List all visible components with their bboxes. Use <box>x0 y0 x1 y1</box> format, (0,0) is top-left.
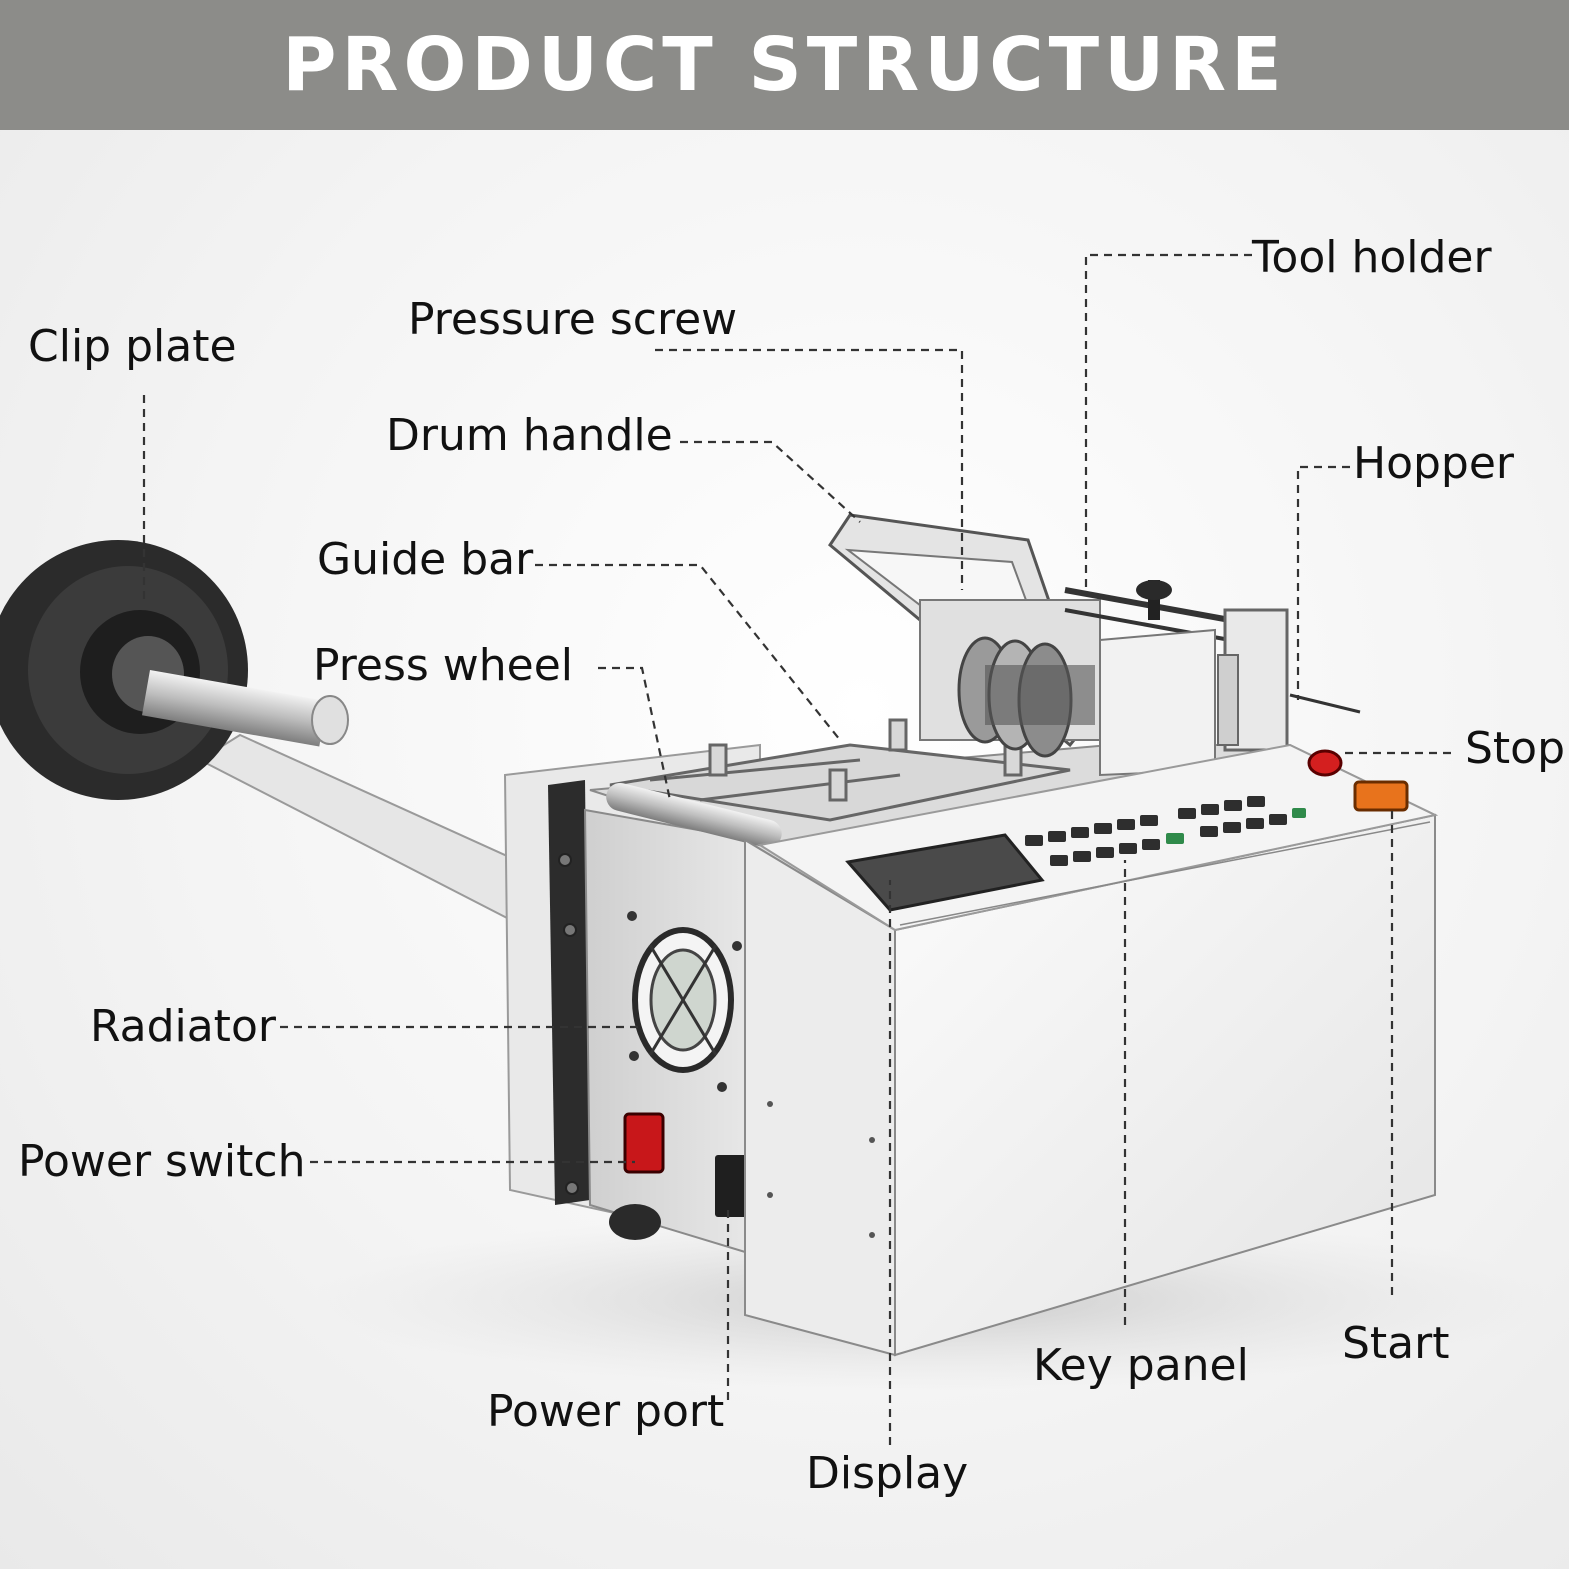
label-power-switch: Power switch <box>18 1136 306 1187</box>
display-screen <box>845 833 1045 912</box>
label-start: Start <box>1342 1318 1450 1369</box>
label-clip-plate: Clip plate <box>28 321 237 372</box>
leader-pressure-screw <box>655 348 964 590</box>
label-key-panel: Key panel <box>1033 1340 1249 1391</box>
start-button <box>1353 780 1409 812</box>
label-drum-handle: Drum handle <box>386 410 673 461</box>
label-stop: Stop <box>1465 723 1566 774</box>
ruler-scale <box>899 821 1431 926</box>
power-switch-rocker <box>623 1112 665 1174</box>
side-front-panel <box>744 838 896 1357</box>
press-wheels <box>919 599 1101 758</box>
stop-button <box>1307 749 1343 777</box>
leader-lines <box>142 253 1455 1445</box>
radiator-fan <box>627 911 742 1092</box>
guide-bar <box>609 718 1071 822</box>
header-banner: PRODUCT STRUCTURE <box>0 0 1569 130</box>
label-display: Display <box>806 1448 969 1499</box>
key-panel-keys <box>1025 796 1306 866</box>
label-radiator: Radiator <box>90 1001 276 1052</box>
power-port-socket <box>715 1155 749 1217</box>
label-tool-holder: Tool holder <box>1252 232 1492 283</box>
tool-holder <box>1064 580 1231 777</box>
press-wheel-roller <box>606 782 782 848</box>
label-power-port: Power port <box>487 1386 725 1437</box>
label-guide-bar: Guide bar <box>317 534 534 585</box>
side-rivets <box>767 1101 875 1238</box>
mounting-plate <box>548 780 590 1205</box>
label-pressure-screw: Pressure screw <box>408 294 738 345</box>
label-hopper: Hopper <box>1353 438 1515 489</box>
page-title: PRODUCT STRUCTURE <box>282 22 1287 108</box>
hopper <box>1217 608 1361 752</box>
label-press-wheel: Press wheel <box>313 640 574 691</box>
machine-foot <box>609 1204 661 1240</box>
leader-tool-holder <box>1084 253 1252 590</box>
leader-guide-bar <box>535 563 841 741</box>
mounting-screws <box>558 853 579 1195</box>
leader-hopper <box>1296 465 1350 700</box>
clip-plate-reel <box>0 540 349 800</box>
leader-press-wheel <box>598 666 672 801</box>
leader-drum-handle <box>680 440 861 523</box>
